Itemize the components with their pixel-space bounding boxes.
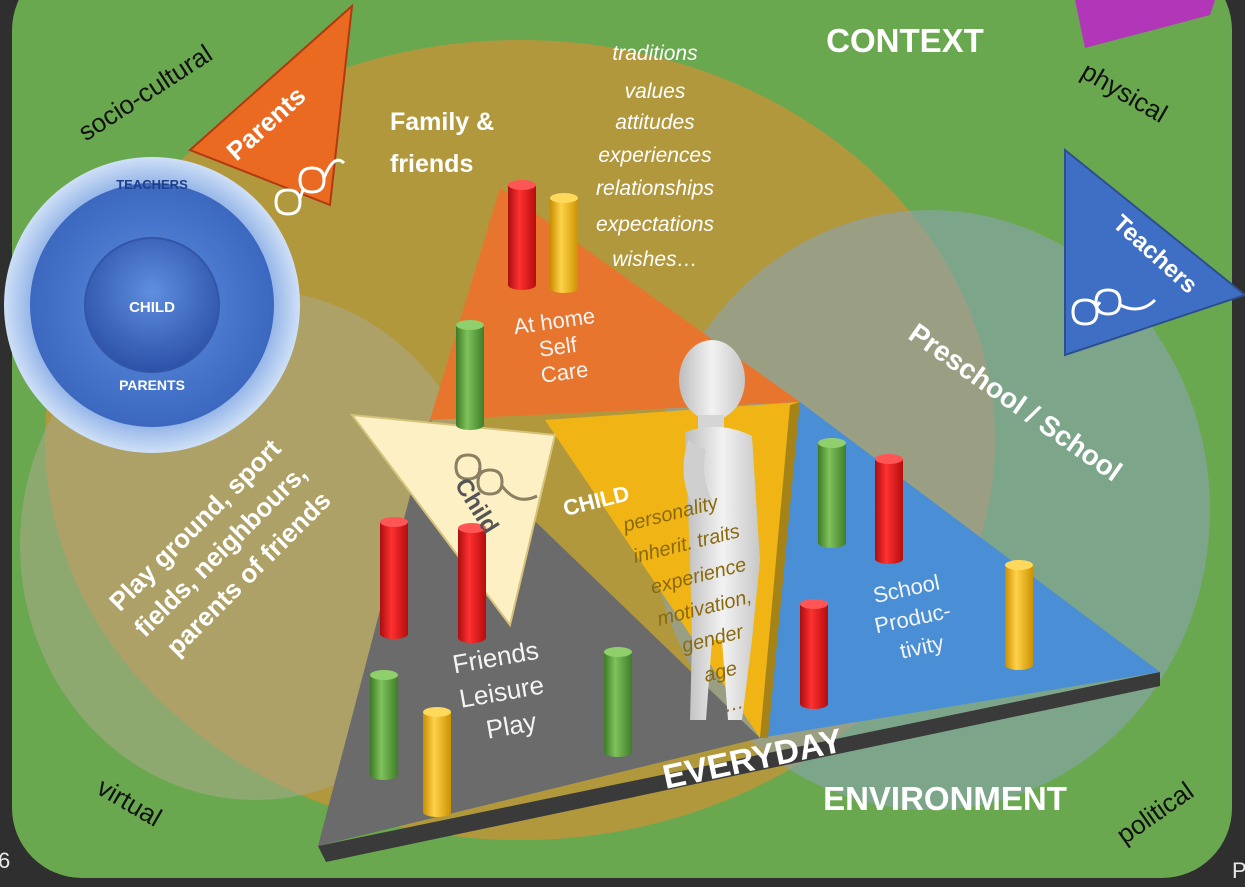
family-influence-item: relationships	[596, 177, 714, 200]
left-edge-fragment: 6	[0, 848, 10, 873]
family-influences-list: traditions values attitudes experiences rela…	[596, 42, 714, 271]
inner-circle	[84, 237, 220, 373]
parents-flag	[188, 3, 354, 207]
leisure-triangle-label: Friends Leisure Play	[450, 634, 560, 749]
glasses-icon	[1071, 288, 1157, 326]
red-cylinder	[875, 454, 903, 564]
family-influence-item: values	[625, 80, 686, 103]
family-influence-item: experiences	[598, 144, 712, 167]
teachers-flag	[1064, 147, 1245, 357]
child-flag	[349, 413, 557, 628]
pyramid-edge	[760, 402, 800, 738]
yellow-cylinder	[1005, 560, 1033, 670]
family-title: Family & friends	[390, 108, 501, 178]
green-cylinder	[370, 670, 398, 780]
circle-outer-label: TEACHERS	[116, 177, 188, 192]
context-title: CONTEXT	[826, 22, 984, 59]
red-cylinder	[508, 180, 536, 290]
green-cylinder	[604, 647, 632, 757]
family-influence-item: wishes…	[612, 248, 697, 271]
family-influence-item: traditions	[612, 42, 698, 65]
red-cylinder	[458, 523, 486, 643]
red-cylinder	[380, 517, 408, 639]
family-influence-item: expectations	[596, 213, 714, 236]
glasses-icon	[274, 158, 346, 216]
pyramid-base-shadow	[318, 672, 1160, 862]
environment-title: ENVIRONMENT	[823, 780, 1067, 817]
school-triangle	[760, 402, 1160, 738]
yellow-cylinder	[423, 707, 451, 817]
circle-bottom-label: PARENTS	[119, 377, 185, 393]
family-influence-item: attitudes	[615, 111, 695, 134]
person-figure-icon	[679, 340, 760, 720]
circle-inner-label: CHILD	[129, 299, 175, 316]
right-edge-fragment: P	[1232, 858, 1245, 883]
yellow-cylinder	[550, 193, 578, 293]
green-cylinder	[456, 320, 484, 430]
cylinders-group	[370, 180, 1033, 817]
green-cylinder	[818, 438, 846, 548]
glasses-icon	[454, 453, 538, 501]
top-right-flag	[1075, 0, 1215, 48]
red-cylinder	[800, 599, 828, 709]
